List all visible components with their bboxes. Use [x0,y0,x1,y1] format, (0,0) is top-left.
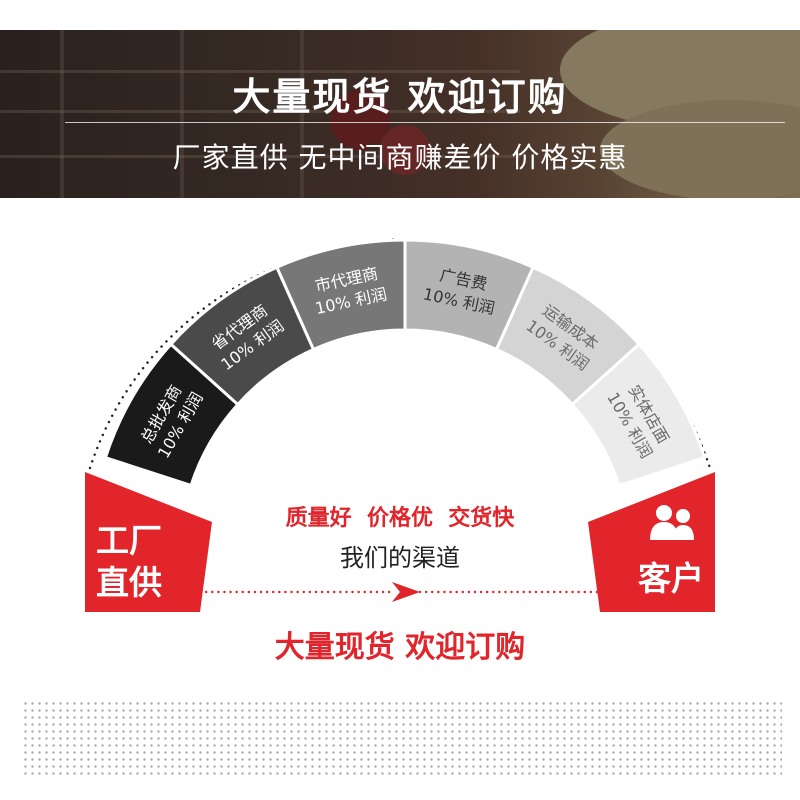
warehouse-post [60,30,64,198]
factory-label: 工厂 直供 [96,520,162,604]
ring-segment [570,342,707,488]
warehouse-post [180,30,184,198]
ring-segments: 总批发商10% 利润省代理商10% 利润市代理商10% 利润广告费10% 利润运… [103,238,707,488]
warehouse-shelf [0,110,520,113]
fabric-roll [330,90,390,150]
bottom-slogan: 大量现货 欢迎订购 [274,630,526,665]
red-arrow-notch [392,582,400,602]
red-arrow-icon [392,582,420,602]
factory-label-line-2: 直供 [96,563,162,602]
customer-label: 客户 [638,559,704,598]
fabric-roll [600,100,800,198]
fabric-roll [380,125,430,175]
dot-pattern [22,700,782,778]
customer-block [588,472,715,612]
banner: 大量现货 欢迎订购 厂家直供 无中间商赚差价 价格实惠 [0,30,800,198]
factory-label-line-1: 工厂 [96,521,162,560]
banner-divider [65,122,785,123]
warehouse-post [300,30,304,198]
banner-title: 大量现货 欢迎订购 [232,75,568,119]
warehouse-shelf [0,155,520,158]
banner-overlay [0,30,800,198]
banner-subtitle: 厂家直供 无中间商赚差价 价格实惠 [172,141,628,174]
customers-icon [650,505,694,540]
factory-block [85,472,212,612]
warehouse-shelf [0,70,520,73]
qualities-text: 质量好 价格优 交货快 [285,506,515,531]
channel-label: 我们的渠道 [340,544,460,572]
